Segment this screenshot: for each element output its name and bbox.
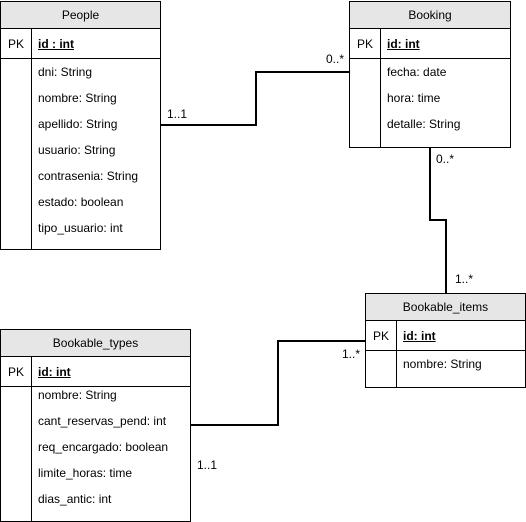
multiplicity-label: 0..*: [436, 152, 455, 166]
entity-title: Booking: [350, 2, 510, 29]
field: limite_horas: time: [38, 466, 133, 480]
field: tipo_usuario: int: [38, 221, 123, 235]
entity-title: Bookable_types: [1, 330, 190, 357]
field-list: fecha: date hora: time detalle: String: [387, 59, 506, 137]
entity-bookable-types[interactable]: Bookable_types PK id: int nombre: String…: [0, 329, 191, 522]
multiplicity-label: 1..*: [455, 272, 474, 286]
field: cant_reservas_pend: int: [38, 414, 167, 428]
field: detalle: String: [387, 117, 461, 131]
link-bookable-items-bookable-types: [191, 340, 365, 426]
entity-bookable-items[interactable]: Bookable_items PK id: int nombre: String: [365, 293, 526, 388]
pk-row: PK id : int: [1, 29, 160, 59]
field: hora: time: [387, 91, 441, 105]
field-list: nombre: String: [403, 351, 521, 377]
pk-field: id: int: [38, 364, 71, 379]
pk-field: id : int: [38, 36, 74, 51]
field: usuario: String: [38, 143, 116, 157]
key-divider: [31, 29, 32, 249]
pk-label: PK: [372, 328, 389, 343]
field: nombre: String: [38, 388, 117, 402]
multiplicity-label: 1..1: [167, 107, 188, 121]
field-list: nombre: String cant_reservas_pend: int r…: [38, 382, 186, 512]
field: apellido: String: [38, 117, 118, 131]
field: req_encargado: boolean: [38, 440, 169, 454]
pk-label: PK: [356, 36, 373, 51]
field: contrasenia: String: [38, 169, 139, 183]
link-booking-bookable-items: [429, 147, 447, 293]
key-divider: [31, 357, 32, 521]
key-divider: [396, 321, 397, 387]
pk-row: PK id: int: [1, 357, 190, 387]
field: dni: String: [38, 65, 93, 79]
pk-label: PK: [7, 364, 24, 379]
entity-title: Bookable_items: [366, 294, 525, 321]
field: fecha: date: [387, 65, 447, 79]
field-list: dni: String nombre: String apellido: Str…: [38, 59, 156, 241]
entity-people[interactable]: People PK id : int dni: String nombre: S…: [0, 1, 161, 250]
multiplicity-label: 1..*: [342, 347, 361, 361]
pk-row: PK id: int: [350, 29, 510, 59]
pk-label: PK: [7, 36, 24, 51]
key-divider: [380, 29, 381, 147]
multiplicity-label: 0..*: [326, 52, 345, 66]
field: dias_antic: int: [38, 492, 112, 506]
field: estado: boolean: [38, 195, 124, 209]
pk-field: id: int: [387, 36, 420, 51]
field: nombre: String: [38, 91, 117, 105]
multiplicity-label: 1..1: [197, 458, 218, 472]
entity-booking[interactable]: Booking PK id: int fecha: date hora: tim…: [349, 1, 511, 148]
link-people-booking: [161, 71, 349, 126]
pk-row: PK id: int: [366, 321, 525, 351]
pk-field: id: int: [403, 328, 436, 343]
entity-title: People: [1, 2, 160, 29]
field: nombre: String: [403, 357, 482, 371]
